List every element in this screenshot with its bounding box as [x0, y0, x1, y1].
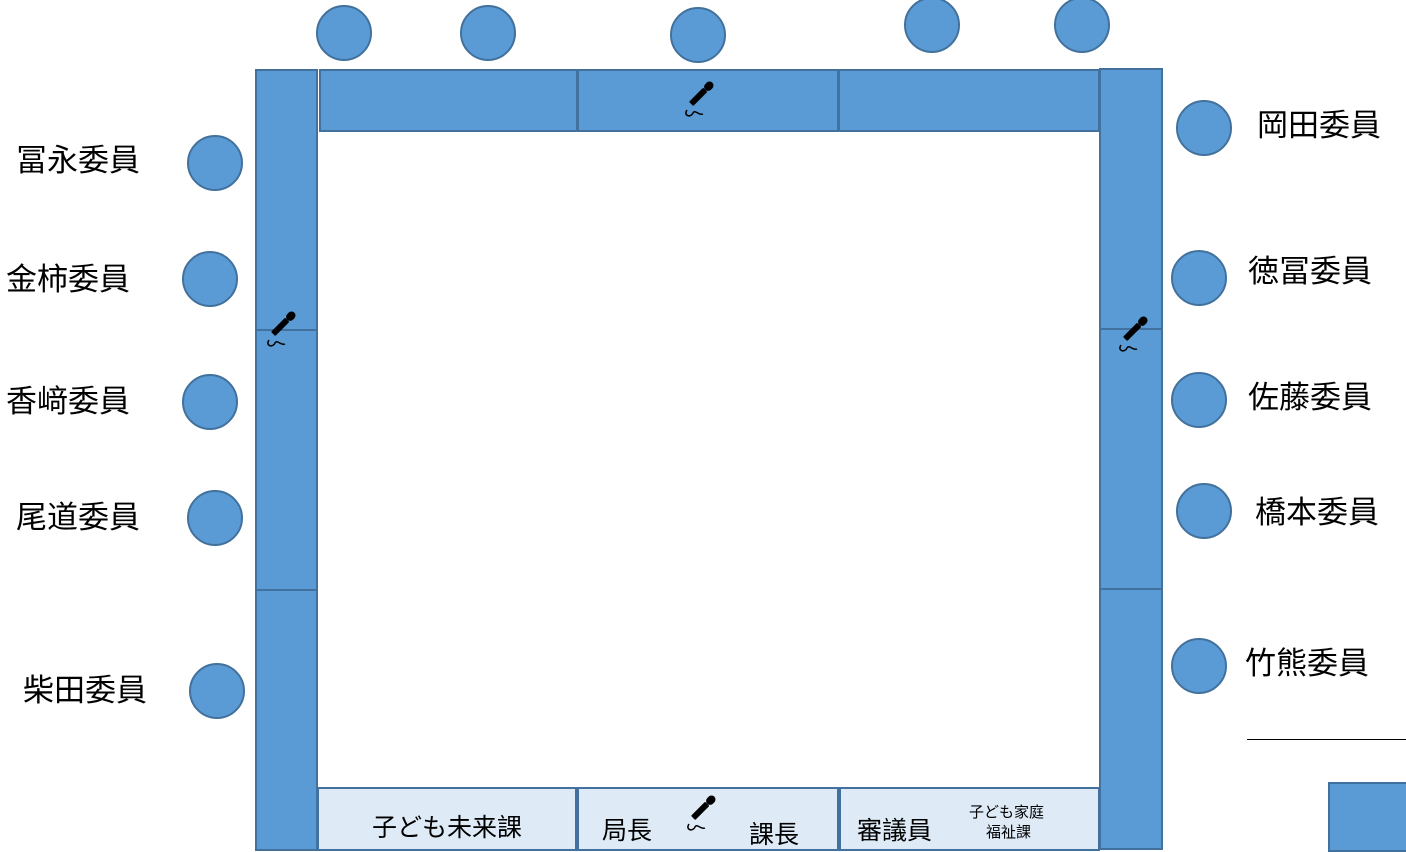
- microphone-icon-right: [1119, 316, 1148, 352]
- microphone-icon-left: [267, 311, 296, 347]
- microphone-icon-top: [685, 81, 714, 117]
- bottom-table-left: 子ども未来課: [317, 787, 577, 851]
- councilor-label: 審議員: [857, 816, 933, 845]
- right-table-lower: [1099, 588, 1163, 850]
- right-member-label-5: 竹熊委員: [1245, 646, 1369, 682]
- seat-left-2: [182, 251, 238, 307]
- left-member-label-1: 冨永委員: [16, 143, 140, 179]
- director-label: 局長: [602, 816, 653, 845]
- left-table-lower: [255, 589, 318, 851]
- legend-line: [1247, 739, 1406, 740]
- left-table-upper: [255, 69, 318, 331]
- left-member-label-2: 金柿委員: [6, 262, 130, 298]
- seat-top-1: [316, 5, 372, 61]
- seat-top-5: [1054, 0, 1110, 53]
- left-member-label-3: 香﨑委員: [6, 384, 130, 420]
- seat-right-4: [1176, 483, 1232, 539]
- right-member-label-4: 橋本委員: [1255, 495, 1379, 531]
- right-member-label-1: 岡田委員: [1257, 108, 1381, 144]
- top-table-right: [838, 69, 1100, 132]
- section-chief-label: 課長: [749, 820, 800, 849]
- seat-top-4: [904, 0, 960, 53]
- right-table-upper: [1099, 68, 1163, 330]
- seat-top-2: [460, 5, 516, 61]
- seat-right-3: [1171, 372, 1227, 428]
- seat-right-2: [1171, 250, 1227, 306]
- microphone-icon-bottom: [687, 795, 716, 831]
- top-table-center: [577, 69, 839, 132]
- seat-left-1: [187, 135, 243, 191]
- bottom-table-right: 審議員 子ども家庭 福祉課: [839, 787, 1100, 851]
- seat-top-3: [670, 7, 726, 63]
- seat-right-5: [1171, 638, 1227, 694]
- left-member-label-4: 尾道委員: [16, 500, 140, 536]
- dept-label-line2: 福祉課: [986, 823, 1032, 841]
- seat-right-1: [1176, 100, 1232, 156]
- legend-table-swatch: [1328, 782, 1406, 852]
- right-member-label-2: 徳冨委員: [1248, 254, 1372, 290]
- right-table-middle: [1099, 328, 1163, 590]
- seat-left-4: [187, 490, 243, 546]
- left-table-middle: [255, 329, 318, 591]
- left-member-label-5: 柴田委員: [23, 673, 147, 709]
- top-table-left: [319, 69, 578, 132]
- section-left-label: 子ども未来課: [371, 813, 522, 842]
- seat-left-3: [182, 374, 238, 430]
- seat-left-5: [189, 663, 245, 719]
- right-member-label-3: 佐藤委員: [1248, 380, 1372, 416]
- dept-label-line1: 子ども家庭: [969, 803, 1045, 821]
